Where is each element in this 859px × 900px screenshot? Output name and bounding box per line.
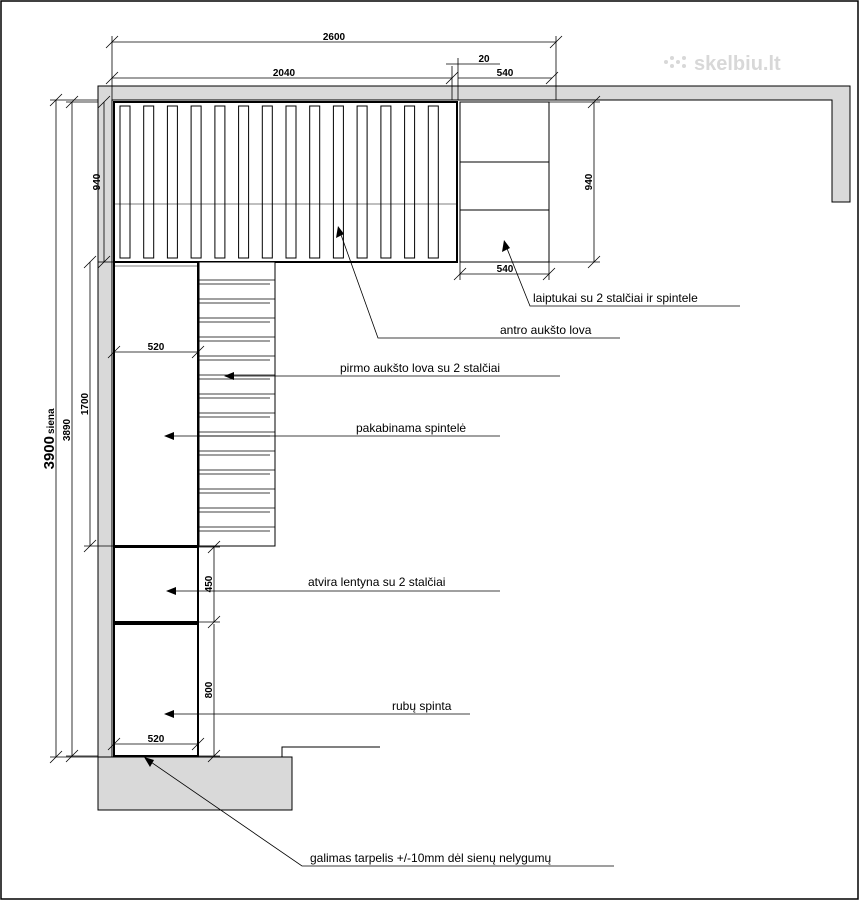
dim-stairs-width-bottom: 540: [497, 264, 514, 275]
bed-slat: [119, 105, 131, 259]
dim-bed-width: 2040: [273, 68, 296, 79]
dimension-lines: [49, 35, 601, 764]
walls: [97, 85, 851, 811]
bed-slat: [261, 105, 273, 259]
watermark: skelbiu.lt: [664, 53, 781, 75]
bed-slat: [332, 105, 344, 259]
floor-marker: [281, 746, 380, 757]
label-open-shelf: atvira lentyna su 2 stalčiai: [308, 575, 445, 589]
bed-slat: [380, 105, 392, 259]
room-wall-bottom: [97, 756, 293, 811]
hanging-cabinet: [113, 261, 199, 547]
bed-slat: [285, 105, 297, 259]
bed-slat: [143, 105, 155, 259]
dim-lower-height: 1700: [80, 392, 91, 415]
dim-wardrobe-width: 520: [148, 734, 165, 745]
label-lower-bed: pirmo aukšto lova su 2 stalčiai: [340, 361, 500, 375]
bed-slat: [309, 105, 321, 259]
leader-lines: [147, 231, 740, 867]
dim-wardrobe-height: 800: [204, 681, 215, 698]
dim-left-depth: 940: [92, 173, 103, 190]
bed-slat: [404, 105, 416, 259]
dim-wall-total: 3890: [62, 418, 73, 441]
wall-length-label: 3900 siena: [41, 408, 58, 469]
label-stairs: laiptukai su 2 stalčiai ir spintele: [533, 291, 698, 305]
wall-length-unit: siena: [46, 408, 57, 434]
stairs-unit: [459, 101, 550, 263]
open-shelf: [113, 546, 199, 623]
bed-slat: [166, 105, 178, 259]
watermark-text: skelbiu.lt: [694, 53, 781, 75]
wardrobe: [113, 623, 199, 757]
bed-slat: [214, 105, 226, 259]
bed-slat: [238, 105, 250, 259]
leader-arrows: [144, 226, 510, 767]
label-gap-note: galimas tarpelis +/-10mm dėl sienų nelyg…: [310, 851, 551, 865]
label-upper-bed: antro aukšto lova: [500, 323, 592, 337]
upper-bed: [113, 101, 458, 263]
dim-total-width: 2600: [323, 32, 346, 43]
bed-slat: [356, 105, 368, 259]
dim-cabinet-width: 520: [148, 342, 165, 353]
dim-shelf-height: 450: [204, 575, 215, 592]
lower-bed: [198, 261, 276, 547]
bed-slat: [427, 105, 439, 259]
dim-stairs-width-top: 540: [497, 68, 514, 79]
bed-slat: [190, 105, 202, 259]
label-hanging-cabinet: pakabinama spintelė: [356, 421, 466, 435]
dim-right-depth: 940: [584, 173, 595, 190]
dim-gap: 20: [478, 54, 490, 65]
wall-length-value: 3900: [41, 436, 58, 469]
label-wardrobe: rubų spinta: [392, 699, 452, 713]
